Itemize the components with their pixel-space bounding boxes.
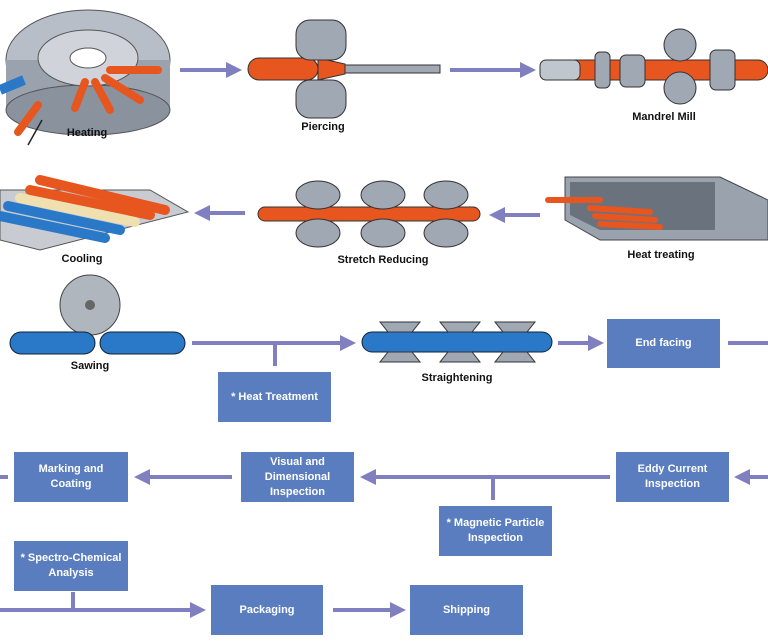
step-label-piercing: Piercing [301, 121, 345, 133]
box-end-facing: End facing [607, 319, 720, 368]
cooling-bed-illustration [0, 175, 190, 251]
step-label-stretch-reducing: Stretch Reducing [337, 254, 429, 266]
box-spectro-chemical: * Spectro-Chemical Analysis [14, 541, 128, 591]
step-label-heat-treating: Heat treating [627, 249, 695, 261]
box-eddy-current: Eddy Current Inspection [616, 452, 729, 502]
box-visual-inspection: Visual and Dimensional Inspection [241, 452, 354, 502]
straightening-illustration [361, 321, 553, 363]
step-label-straightening: Straightening [421, 372, 493, 384]
box-magnetic-particle: * Magnetic Particle Inspection [439, 506, 552, 556]
mandrel-mill-illustration [539, 28, 768, 105]
heating-furnace-illustration [0, 9, 171, 146]
box-heat-treatment: * Heat Treatment [218, 372, 331, 422]
sawing-illustration [9, 274, 186, 355]
step-label-mandrel-mill: Mandrel Mill [632, 111, 696, 123]
step-label-heating: Heating [66, 127, 108, 139]
heat-treating-furnace-illustration [545, 176, 768, 241]
piercing-illustration [247, 19, 441, 119]
flow-arrows [0, 62, 768, 618]
step-label-cooling: Cooling [61, 253, 103, 265]
stretch-reducing-illustration [257, 180, 481, 248]
box-packaging: Packaging [211, 585, 323, 635]
box-shipping: Shipping [410, 585, 523, 635]
step-label-sawing: Sawing [70, 360, 110, 372]
box-marking-coating: Marking and Coating [14, 452, 128, 502]
